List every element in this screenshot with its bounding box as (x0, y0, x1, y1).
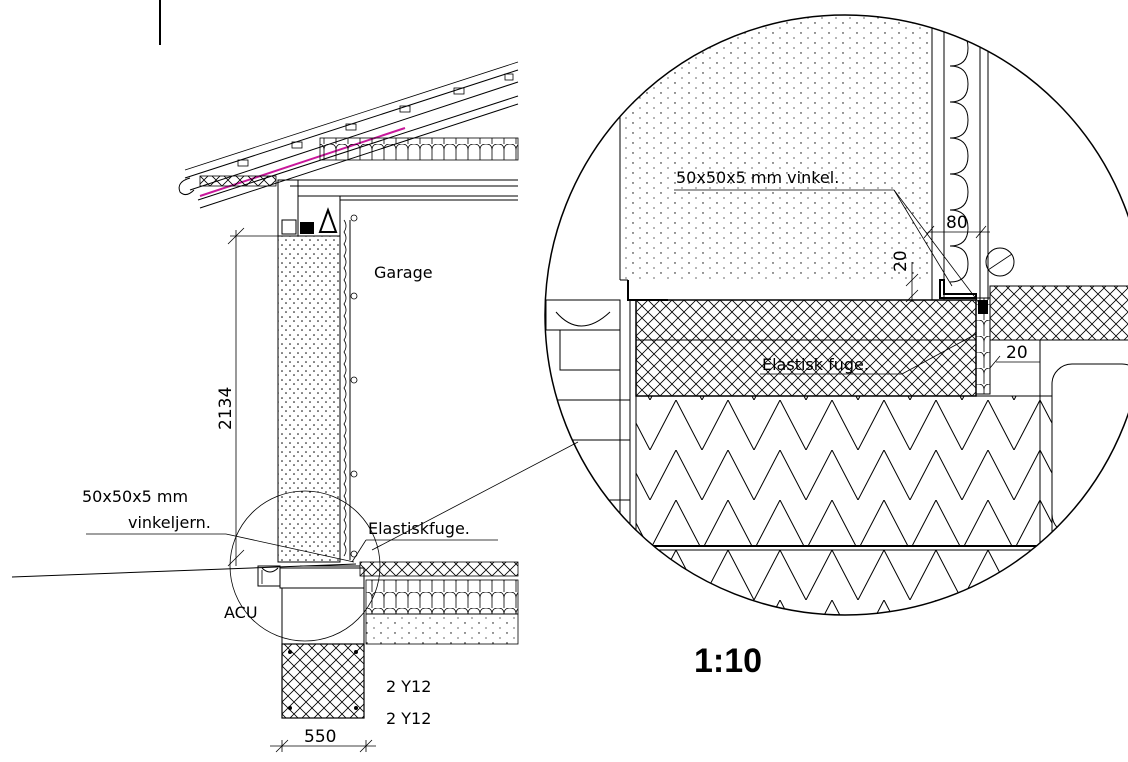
rebar-top-label: 2 Y12 (386, 677, 431, 696)
elastic-joint-label: Elastiskfuge. (368, 519, 470, 538)
detail-dim-80: 80 (923, 213, 990, 239)
detail-dim-20-horizontal: 20 (989, 343, 1040, 369)
ground-line (11, 563, 357, 578)
height-dimension-text: 2134 (216, 387, 236, 430)
foundation (279, 567, 365, 719)
garage-label: Garage (374, 263, 433, 282)
wall (277, 214, 358, 563)
left-section: 2134 550 Garage 50x50x5 mm vinkeljern. E… (11, 0, 579, 753)
width-dimension-text: 550 (304, 727, 336, 747)
wall-plate (277, 179, 341, 237)
acu-label: ACU (224, 603, 258, 622)
angle-iron-label-1: 50x50x5 mm (82, 487, 188, 506)
width-dimension: 550 (270, 727, 376, 753)
scale-label: 1:10 (694, 642, 762, 680)
detail-angle-label: 50x50x5 mm vinkel. (676, 168, 839, 187)
angle-iron-label-2: vinkeljern. (128, 513, 211, 532)
detail-circle (544, 14, 1128, 616)
height-dimension: 2134 (216, 227, 280, 567)
detail-view: 50x50x5 mm vinkel. Elastisk fuge. 80 20 … (544, 14, 1128, 616)
detail-elastic-label: Elastisk fuge. (762, 355, 869, 374)
detail-marker-circle (229, 490, 381, 642)
detail-dim-20-vertical: 20 (891, 250, 919, 303)
rebar-bottom-label: 2 Y12 (386, 709, 431, 728)
detail-leader (371, 441, 579, 551)
floor-slab (300, 561, 519, 645)
acu-drain (257, 565, 281, 587)
detail-dim-20-h-text: 20 (1006, 343, 1028, 363)
ceiling-insulation (290, 137, 519, 201)
detail-dim-80-text: 80 (946, 213, 968, 233)
detail-dim-20-v-text: 20 (891, 250, 911, 272)
